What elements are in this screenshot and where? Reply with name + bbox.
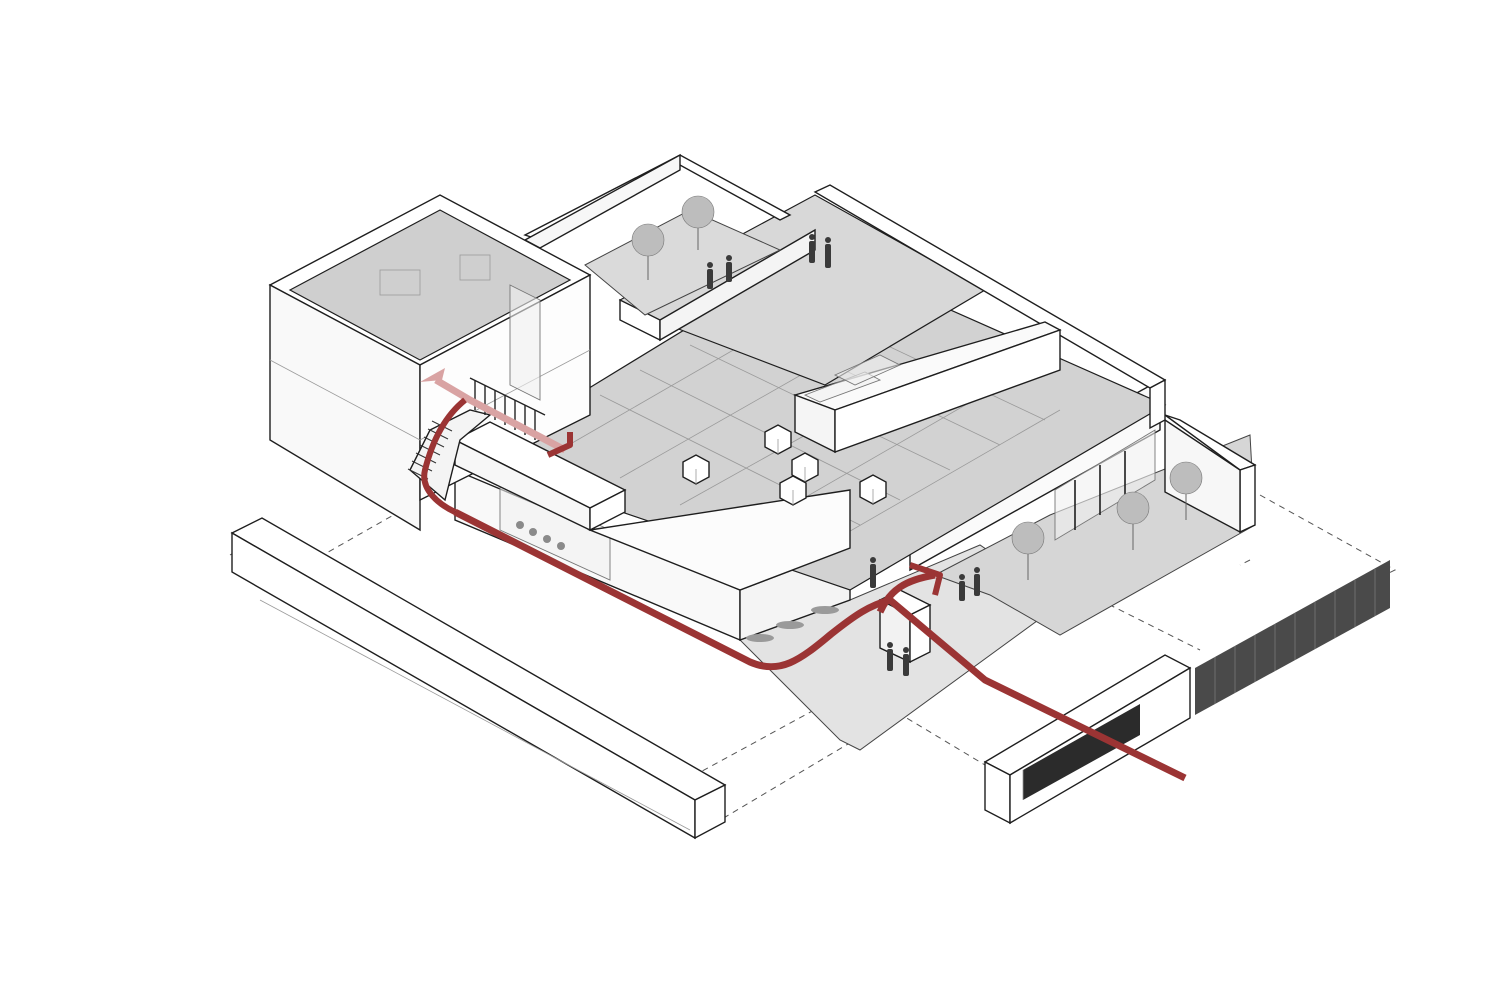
skylight-cube <box>779 475 807 506</box>
person <box>959 574 965 601</box>
tree <box>631 223 665 280</box>
people <box>707 234 980 676</box>
boundary-wall-left <box>230 517 727 840</box>
circulation-route <box>420 368 1187 782</box>
rear-courtyard <box>523 153 792 316</box>
route-faded-arrowhead <box>420 368 445 382</box>
right-courtyard-walls <box>1164 414 1257 534</box>
person <box>974 567 980 596</box>
person <box>870 557 876 588</box>
tree <box>1011 521 1045 580</box>
roof-terrace <box>618 184 1167 430</box>
route-faded-segment <box>434 376 567 454</box>
skylight-cube <box>791 452 819 483</box>
person <box>707 262 713 289</box>
route-arrowhead-right <box>909 562 943 596</box>
person <box>825 237 831 268</box>
skylight-cube <box>682 454 710 485</box>
entrance-wall <box>983 654 1192 825</box>
person <box>903 647 909 676</box>
skylight-cubes <box>682 424 887 506</box>
skylight-volume <box>792 321 1062 454</box>
planters <box>516 521 839 642</box>
person <box>809 234 815 263</box>
trees <box>631 195 1203 580</box>
front-wing <box>453 421 851 591</box>
route-stair-segment <box>421 397 467 515</box>
tree <box>1116 491 1150 550</box>
route-branch-segment <box>876 571 936 614</box>
route-arrowhead-top <box>546 432 573 458</box>
tree <box>681 195 715 250</box>
tower-block <box>268 194 592 532</box>
skylight-cube <box>859 474 887 505</box>
tree <box>1169 461 1203 520</box>
glazed-facade <box>1054 429 1156 541</box>
hedge-fence <box>1195 560 1390 715</box>
person <box>887 642 893 671</box>
person <box>726 255 732 282</box>
skylight-cube <box>764 424 792 455</box>
